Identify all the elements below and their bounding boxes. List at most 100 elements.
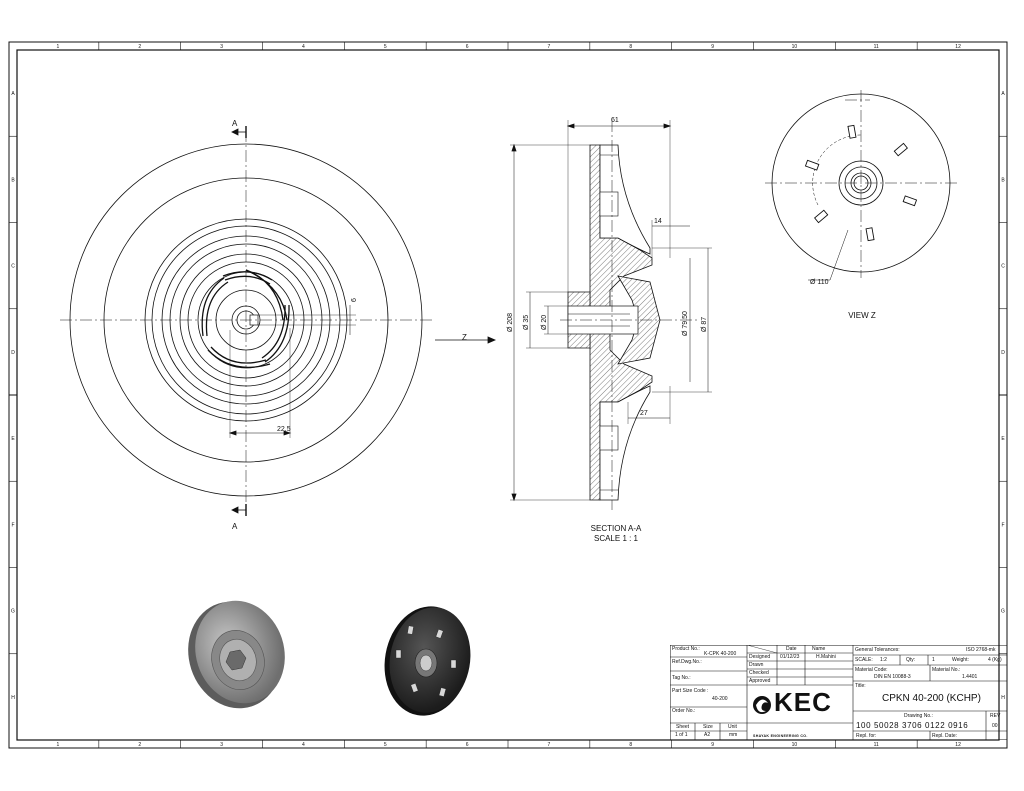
balance-slot	[865, 227, 875, 242]
general-tol-label: General Tolerances:	[855, 647, 900, 653]
qty-label: Qty:	[906, 657, 916, 663]
column-label: 12	[955, 44, 961, 50]
dim-hub-depth: 14	[654, 218, 662, 225]
column-label: 4	[302, 44, 305, 50]
title-label: Title:	[855, 683, 866, 689]
impeller-vanes	[201, 269, 290, 368]
render-front	[188, 600, 285, 709]
column-label: 5	[384, 44, 387, 50]
size-value: A2	[704, 732, 711, 738]
row-label: B	[1001, 177, 1005, 183]
row-label: H	[1001, 695, 1005, 701]
column-label: 9	[711, 44, 714, 50]
product-no-label: Product No.:	[672, 646, 700, 652]
material-no: 1.4401	[962, 674, 978, 680]
product-no: K-CPK 40-200	[704, 651, 737, 657]
designed-name: H.Mahini	[816, 654, 836, 660]
tag-label: Tag No.:	[672, 675, 691, 681]
row-label: C	[11, 264, 15, 270]
material-code: DIN EN 10088-3	[874, 674, 911, 680]
row-label: A	[1001, 91, 1005, 97]
row-label: E	[11, 436, 15, 442]
column-label: 10	[792, 742, 798, 748]
scale-value: 1:2	[880, 657, 887, 663]
part-size: 40-200	[712, 696, 728, 702]
general-tol: ISO 2768-mk	[966, 647, 996, 653]
drawing-no: 100 50028 3706 0122 0916	[856, 721, 969, 730]
column-label: 4	[302, 742, 305, 748]
rev-value: 00	[992, 723, 998, 729]
column-label: 5	[384, 742, 387, 748]
column-label: 7	[548, 742, 551, 748]
designed-date: 01/12/23	[780, 654, 800, 660]
dim-outer-diameter: Ø 208	[507, 313, 514, 332]
row-label: H	[11, 695, 15, 701]
section-caption: SECTION A-A	[591, 524, 642, 533]
sheet-frame	[8, 41, 1008, 749]
column-label: 8	[629, 742, 632, 748]
material-no-label: Material No.:	[932, 667, 961, 673]
dim-base: 27	[640, 410, 648, 417]
checked-label: Checked	[749, 670, 769, 676]
dim-hub-diameter: Ø 35	[523, 315, 530, 330]
balance-slot	[902, 195, 918, 207]
row-label: G	[1001, 609, 1005, 615]
view-z-balance-slots	[804, 124, 918, 242]
direction-label: Z	[462, 333, 467, 342]
dim-offset: 22.5	[277, 426, 291, 433]
row-label: D	[11, 350, 15, 356]
dim-keyway: 6	[351, 298, 358, 302]
repl-date-label: Repl. Date:	[932, 733, 958, 739]
row-label: D	[1001, 350, 1005, 356]
drawn-label: Drawn	[749, 662, 764, 668]
kec-logo: KEC	[774, 687, 832, 717]
column-label: 2	[138, 44, 141, 50]
order-label: Order No.:	[672, 708, 696, 714]
column-label: 7	[548, 44, 551, 50]
balance-slot	[814, 209, 829, 224]
qty-value: 1	[932, 657, 935, 663]
part-size-label: Part Size Code :	[672, 688, 709, 694]
approved-label: Approved	[749, 678, 771, 684]
row-label: E	[1001, 436, 1005, 442]
view-z	[765, 90, 957, 281]
weight-value: 4 (Kg)	[988, 657, 1002, 663]
row-label: F	[1001, 522, 1004, 528]
column-label: 2	[138, 742, 141, 748]
front-view	[60, 126, 497, 516]
column-label: 11	[874, 44, 879, 50]
view-z-diameter: Ø 110	[810, 279, 829, 286]
title-block: Product No.: K-CPK 40-200 Ref.Dwg.No.: T…	[670, 645, 1007, 740]
dim-overall-width: 61	[611, 117, 619, 124]
column-label: 9	[711, 742, 714, 748]
balance-slot	[893, 142, 908, 157]
kec-logo-mark	[753, 696, 771, 714]
drawing-no-label: Drawing No.:	[904, 713, 933, 719]
column-label: 10	[792, 44, 798, 50]
scale-label: SCALE:	[855, 657, 873, 663]
title-block-grid	[670, 645, 1007, 740]
render-back	[384, 606, 471, 716]
section-scale: SCALE 1 : 1	[594, 534, 639, 543]
section-marker-bottom: A	[232, 522, 238, 531]
drawing-title: CPKN 40-200 (KCHP)	[882, 693, 981, 704]
date-label: Date	[786, 646, 797, 652]
column-label: 6	[466, 742, 469, 748]
column-label: 6	[466, 44, 469, 50]
column-label: 8	[629, 44, 632, 50]
row-label: F	[11, 522, 14, 528]
balance-slot	[804, 159, 820, 171]
material-code-label: Material Code:	[855, 667, 888, 673]
column-label: 1	[57, 44, 60, 50]
size-label: Size	[703, 724, 713, 730]
dim-shroud-diameter: Ø 87	[701, 317, 708, 332]
row-label: C	[1001, 264, 1005, 270]
row-label: G	[11, 609, 15, 615]
rev-label: REV	[990, 713, 1001, 719]
section-marker-top: A	[232, 119, 238, 128]
balance-slot	[847, 124, 857, 139]
unit-value: mm	[729, 732, 738, 738]
dim-eye-diameter: Ø 79.50	[682, 311, 689, 336]
